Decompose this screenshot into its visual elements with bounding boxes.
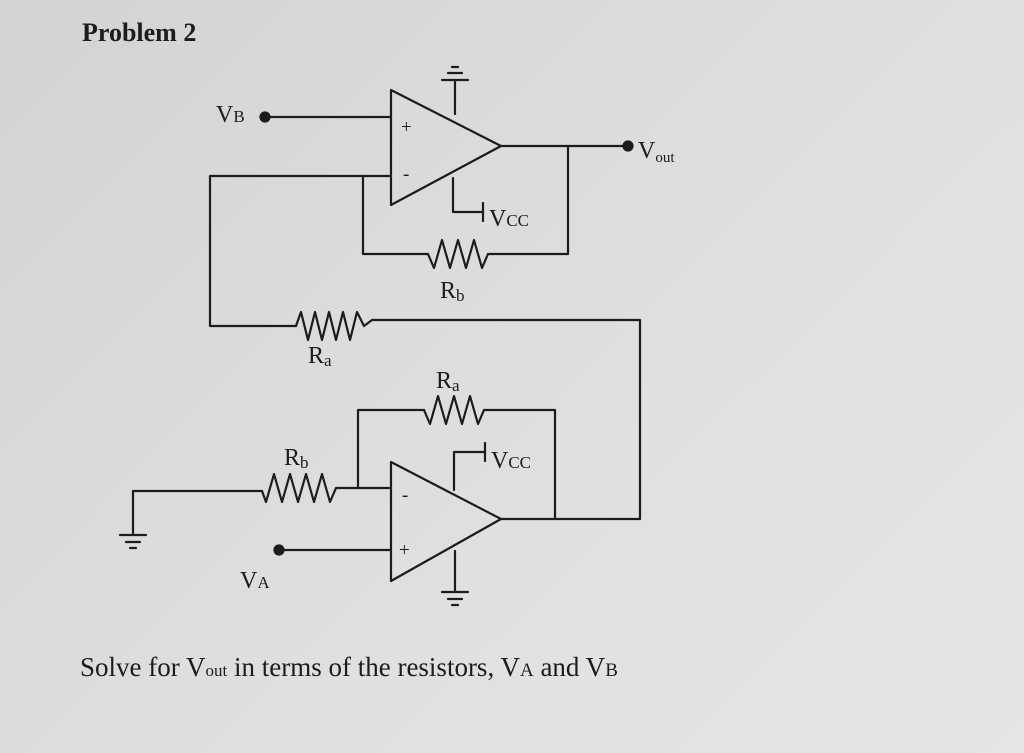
- top-plus-sign: +: [401, 117, 412, 138]
- question-va-sub: A: [519, 660, 534, 681]
- top-opamp: [389, 88, 503, 207]
- vcc-bottom-label: VCC: [491, 448, 531, 474]
- rb-bottom-label: Rb: [284, 445, 309, 472]
- bottom-minus-sign: -: [402, 485, 408, 506]
- va-label: VA: [240, 568, 270, 594]
- top-feedback-right: [486, 144, 570, 256]
- question-vout-sub: out: [205, 661, 228, 680]
- bottom-vcc-wire: [452, 450, 487, 492]
- question-prefix: Solve for V: [80, 652, 206, 682]
- top-vcc-wire: [451, 176, 485, 214]
- problem-title: Problem 2: [82, 18, 197, 47]
- ra-middle-label: Ra: [308, 343, 332, 370]
- problem-question: Solve for Vout in terms of the resistors…: [80, 652, 618, 683]
- top-feedback-left: [361, 174, 430, 256]
- vout-label: Vout: [638, 138, 675, 166]
- top-inverting-wire: [208, 174, 393, 328]
- rb-top-resistor: [426, 238, 490, 270]
- ra-middle-resistor: [294, 310, 366, 342]
- vb-label: VB: [216, 102, 245, 128]
- question-and: and V: [533, 652, 606, 682]
- ra-bottom-resistor: [422, 394, 486, 426]
- vcc-top-label: VCC: [489, 206, 529, 232]
- ra-bottom-label: Ra: [436, 368, 460, 395]
- bottom-feedback-right: [482, 408, 557, 521]
- bottom-opamp: [389, 460, 503, 583]
- question-vb-sub: B: [605, 660, 618, 681]
- vout-terminal: [622, 140, 634, 152]
- top-minus-sign: -: [403, 164, 409, 185]
- rb-top-label: Rb: [440, 278, 465, 305]
- bottom-feedback-left: [356, 408, 426, 490]
- question-middle: in terms of the resistors, V: [227, 652, 520, 682]
- bottom-plus-sign: +: [399, 540, 410, 561]
- rb-bottom-resistor: [260, 472, 338, 504]
- middle-link-wire: [362, 318, 642, 521]
- ground-input-wire: [131, 489, 264, 537]
